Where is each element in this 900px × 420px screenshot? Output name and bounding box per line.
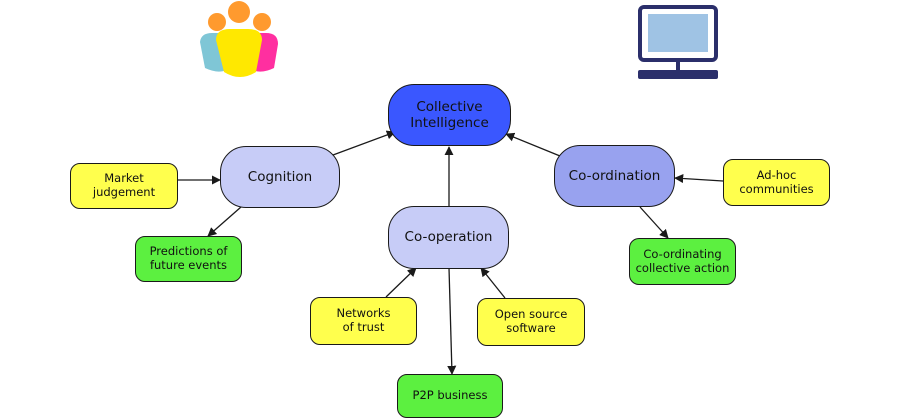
arrow-networks-to-cooperation xyxy=(385,267,417,298)
people-group-icon xyxy=(200,1,278,77)
arrow-adhoc-to-coordination xyxy=(674,173,724,184)
node-collective-intelligence: Collective Intelligence xyxy=(388,84,511,146)
node-open-source-software: Open source software xyxy=(477,298,585,346)
arrow-coordination-to-ci xyxy=(505,132,561,157)
connectors xyxy=(178,130,724,375)
node-predictions: Predictions of future events xyxy=(135,236,242,282)
arrow-cooperation-to-p2p xyxy=(447,267,457,375)
arrow-opensource-to-cooperation xyxy=(480,267,506,299)
node-coordination: Co-ordination xyxy=(554,145,675,207)
node-cooperation: Co-operation xyxy=(388,206,509,269)
node-adhoc-communities: Ad-hoc communities xyxy=(723,159,830,206)
node-cognition: Cognition xyxy=(220,146,340,208)
node-market-judgement: Market judgement xyxy=(70,163,178,209)
arrow-coordination-to-coordinating xyxy=(639,206,669,239)
arrow-cognition-to-predictions xyxy=(207,206,242,237)
node-networks-of-trust: Networks of trust xyxy=(310,297,417,345)
computer-monitor-icon xyxy=(638,5,718,79)
node-coordinating-collective-action: Co-ordinating collective action xyxy=(629,238,736,285)
arrow-cognition-to-ci xyxy=(332,130,396,156)
node-p2p-business: P2P business xyxy=(397,374,503,418)
